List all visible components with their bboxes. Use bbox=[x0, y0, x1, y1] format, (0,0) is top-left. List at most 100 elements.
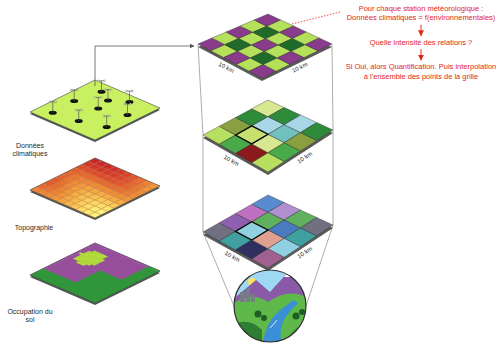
zoom-line bbox=[198, 44, 203, 135]
note-box: Si Oui, alors Quantification. Puis inter… bbox=[342, 61, 500, 82]
station-vane bbox=[99, 80, 105, 81]
dimension-label: 10 km bbox=[288, 60, 313, 77]
weather-station bbox=[49, 101, 57, 115]
station-cup bbox=[55, 101, 57, 103]
station-cup bbox=[94, 97, 96, 99]
note-text: Si Oui, alors Quantification. Puis inter… bbox=[344, 62, 498, 81]
station-mast bbox=[106, 116, 107, 127]
station-vane bbox=[126, 91, 132, 92]
grid-edge bbox=[198, 17, 332, 81]
station-vane bbox=[104, 116, 110, 117]
dimension-label: 10 km bbox=[219, 152, 243, 170]
weather-station bbox=[98, 80, 106, 94]
highlight-cell bbox=[236, 222, 269, 240]
weather-station bbox=[125, 90, 133, 104]
layer-outline bbox=[30, 243, 160, 303]
station-vane bbox=[71, 90, 77, 91]
station-cup bbox=[124, 103, 126, 105]
grid-cell bbox=[305, 38, 332, 51]
station-cup bbox=[70, 89, 72, 91]
weather-station bbox=[70, 89, 78, 103]
zoom-line bbox=[333, 130, 334, 225]
station-mast bbox=[129, 91, 130, 102]
topography-layer bbox=[30, 158, 160, 220]
dimension-label: 10 km bbox=[220, 248, 244, 266]
weather-station bbox=[94, 97, 102, 111]
station-mast bbox=[98, 97, 99, 108]
layer-label: Occupation du sol bbox=[2, 308, 58, 325]
dotted-leader bbox=[292, 12, 340, 24]
flow-arrow bbox=[421, 25, 422, 36]
station-cup bbox=[132, 90, 134, 92]
station-cup bbox=[104, 89, 106, 91]
station-mast bbox=[78, 110, 79, 121]
layer-outline bbox=[30, 158, 160, 218]
note-box: Pour chaque station météorologique : Don… bbox=[342, 3, 500, 24]
foreground bbox=[284, 322, 312, 346]
note-text: Quelle intensité des relations ? bbox=[344, 38, 498, 47]
building bbox=[251, 294, 255, 302]
grid-bottom bbox=[203, 195, 333, 271]
station-cup bbox=[49, 101, 51, 103]
river-wave bbox=[270, 320, 277, 328]
land-use-layer bbox=[30, 243, 160, 305]
station-cup bbox=[110, 89, 112, 91]
station-mast bbox=[74, 90, 75, 101]
dimension-label: 10 km bbox=[293, 148, 317, 167]
highlight-cell bbox=[236, 126, 269, 144]
layer-label: Données climatiques bbox=[2, 142, 58, 159]
tree bbox=[299, 309, 305, 315]
grid-cell bbox=[301, 123, 334, 141]
building bbox=[240, 292, 245, 302]
layer-edge bbox=[30, 245, 160, 305]
dimension-label: 10 km bbox=[214, 59, 239, 77]
landscape bbox=[230, 266, 312, 346]
leader-arrow bbox=[95, 46, 194, 86]
station-vane bbox=[105, 89, 111, 90]
flow-arrow bbox=[421, 49, 422, 60]
station-cup bbox=[81, 109, 83, 111]
station-cup bbox=[109, 115, 111, 117]
station-mast bbox=[108, 90, 109, 101]
station-cup bbox=[130, 103, 132, 105]
layer-label: Topographie bbox=[6, 224, 62, 232]
station-cup bbox=[103, 115, 105, 117]
weather-station bbox=[75, 109, 83, 123]
zoom-lines bbox=[198, 44, 333, 306]
station-mast bbox=[52, 102, 53, 113]
river bbox=[262, 300, 298, 346]
note-text: Pour chaque station météorologique : Don… bbox=[344, 4, 498, 23]
station-cup bbox=[75, 109, 77, 111]
weather-station bbox=[103, 115, 111, 129]
note-box: Quelle intensité des relations ? bbox=[342, 37, 500, 48]
foreground bbox=[230, 322, 262, 346]
weather-station bbox=[104, 89, 112, 103]
tree bbox=[255, 311, 262, 318]
topo-cell bbox=[147, 183, 160, 189]
grid-middle bbox=[203, 100, 333, 175]
circle-outline bbox=[234, 270, 306, 342]
station-cup bbox=[76, 89, 78, 91]
station-vane bbox=[50, 101, 56, 102]
building bbox=[246, 288, 250, 302]
zoom-line bbox=[332, 44, 333, 130]
station-mast bbox=[127, 104, 128, 115]
grid-top bbox=[198, 14, 332, 81]
station-vane bbox=[76, 110, 82, 111]
tree bbox=[261, 315, 267, 321]
station-cup bbox=[104, 80, 106, 82]
station-cup bbox=[98, 80, 100, 82]
station-vane bbox=[95, 97, 101, 98]
dimension-label: 10 km bbox=[293, 243, 317, 262]
climate-layer bbox=[30, 80, 160, 142]
station-mast bbox=[101, 81, 102, 92]
tree bbox=[293, 313, 300, 320]
layer-edge bbox=[30, 160, 160, 220]
grid-cell bbox=[301, 218, 334, 236]
station-cup bbox=[126, 90, 128, 92]
